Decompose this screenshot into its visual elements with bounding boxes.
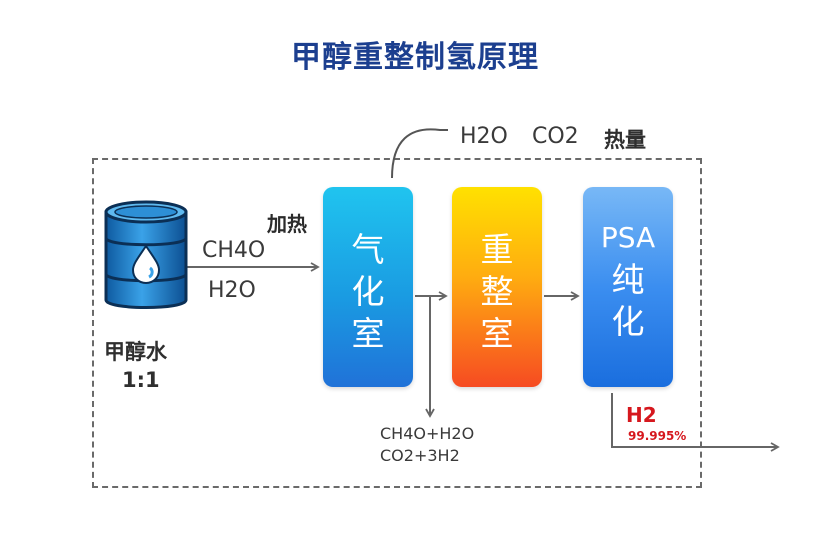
reaction-equation-right: CO2+3H2 [380,446,460,465]
barrel-label-ratio-name: 甲醇水 [104,340,167,364]
box-char: PSA [600,221,656,254]
psa-purification: PSA 纯 化 [583,187,673,387]
box-char: 室 [480,314,514,353]
box-char: 纯 [611,260,645,299]
h2-output-arrow [611,393,780,452]
system-boundary [92,158,702,488]
methanol-barrel-icon [104,200,188,309]
box-char: 整 [480,272,514,311]
input-water: H2O [208,278,256,303]
hydrogen-purity: 99.995% [628,429,687,443]
exhaust-h2o: H2O [460,124,508,149]
box-char: 重 [480,230,514,269]
exhaust-heat: 热量 [604,128,646,152]
heat-label: 加热 [267,212,307,236]
exhaust-co2: CO2 [532,124,579,149]
box-char: 化 [611,302,645,341]
box-char: 化 [351,272,385,311]
reforming-chamber: 重 整 室 [452,187,542,387]
box-char: 室 [351,314,385,353]
box-char: 气 [351,230,385,269]
diagram-title: 甲醇重整制氢原理 [291,40,539,75]
exhaust-curve [391,128,448,179]
gasification-chamber: 气 化 室 [323,187,413,387]
reaction-equation-left: CH4O+H2O [380,424,475,443]
input-methanol: CH4O [202,238,266,263]
hydrogen-output-label: H2 [626,403,657,427]
barrel-label-ratio: 1:1 [122,368,160,392]
